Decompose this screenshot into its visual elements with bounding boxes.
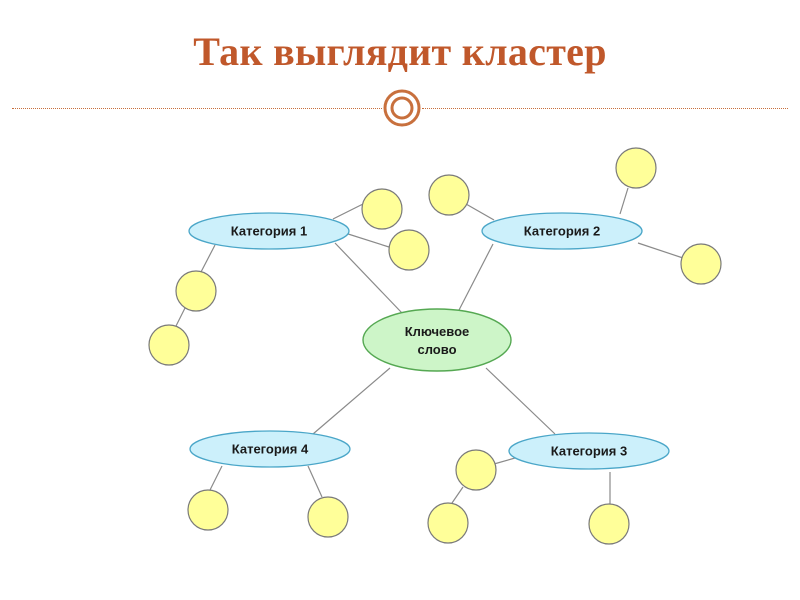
leaf-node bbox=[148, 324, 190, 366]
slide-title: Так выглядит кластер bbox=[193, 29, 607, 74]
connector-center-category-2 bbox=[457, 243, 494, 313]
center-node: Ключевое слово bbox=[362, 308, 512, 372]
connector-category-4-leaf-a bbox=[208, 465, 223, 493]
center-label-line-2: слово bbox=[417, 342, 456, 357]
title-divider-right bbox=[422, 108, 788, 109]
category-node-1: Категория 1 bbox=[188, 212, 350, 250]
connector-category-1-leaf-a bbox=[332, 203, 364, 220]
leaf-nodes bbox=[148, 147, 722, 545]
connector-center-category-3 bbox=[485, 367, 556, 435]
leaf-node bbox=[361, 188, 403, 230]
category-label: Категория 3 bbox=[551, 444, 627, 459]
category-node-4: Категория 4 bbox=[189, 430, 351, 468]
connector-leaf-c-leaf-d bbox=[174, 307, 186, 329]
connector-category-4-leaf-b bbox=[307, 465, 323, 498]
category-node-2: Категория 2 bbox=[481, 212, 643, 250]
connector-category-2-leaf-a bbox=[465, 203, 495, 221]
category-label: Категория 1 bbox=[231, 224, 307, 239]
connector-category-2-leaf-c bbox=[637, 242, 684, 259]
category-label: Категория 2 bbox=[524, 224, 600, 239]
ring-ornament-icon bbox=[383, 89, 421, 127]
leaf-node bbox=[428, 174, 470, 216]
title-divider-left bbox=[12, 108, 382, 109]
leaf-node bbox=[307, 496, 349, 538]
leaf-node bbox=[615, 147, 657, 189]
connector-leaf-a-leaf-b bbox=[451, 486, 464, 504]
leaf-node bbox=[680, 243, 722, 285]
leaf-node bbox=[455, 449, 497, 491]
category-node-3: Категория 3 bbox=[508, 432, 670, 470]
category-label: Категория 4 bbox=[232, 442, 309, 457]
leaf-node bbox=[175, 270, 217, 312]
connector-center-category-1 bbox=[334, 242, 403, 314]
connector-lines bbox=[174, 187, 684, 505]
leaf-node bbox=[588, 503, 630, 545]
connector-category-1-leaf-b bbox=[344, 232, 390, 248]
center-label-line-1: Ключевое bbox=[405, 324, 470, 339]
connector-category-3-leaf-a bbox=[493, 457, 516, 465]
connector-category-2-leaf-b bbox=[619, 187, 629, 215]
leaf-node bbox=[187, 489, 229, 531]
leaf-node bbox=[427, 502, 469, 544]
connector-center-category-4 bbox=[312, 367, 391, 435]
leaf-node bbox=[388, 229, 430, 271]
connector-category-1-leaf-c bbox=[200, 244, 216, 273]
